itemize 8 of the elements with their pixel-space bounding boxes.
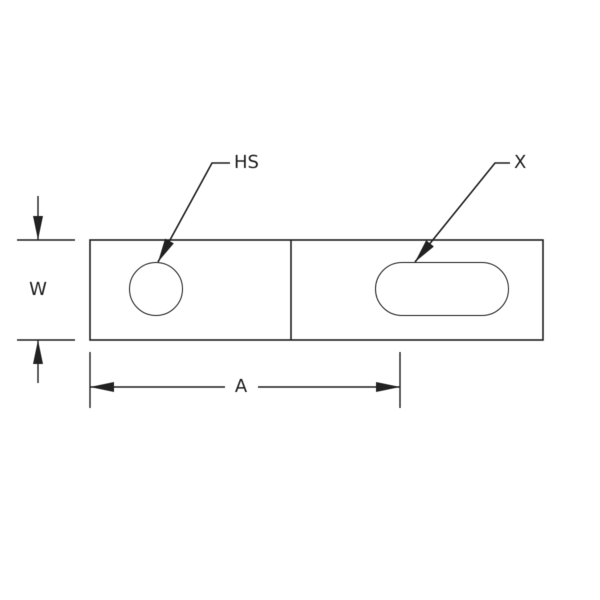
round-hole bbox=[129, 262, 183, 316]
leader-line bbox=[157, 162, 230, 262]
callout-label: X bbox=[514, 153, 526, 173]
leader-line bbox=[414, 162, 510, 262]
callout-label: HS bbox=[234, 153, 259, 173]
dimension-label: A bbox=[234, 377, 248, 397]
slotted-hole bbox=[375, 262, 509, 316]
dimension-label: W bbox=[29, 280, 47, 300]
